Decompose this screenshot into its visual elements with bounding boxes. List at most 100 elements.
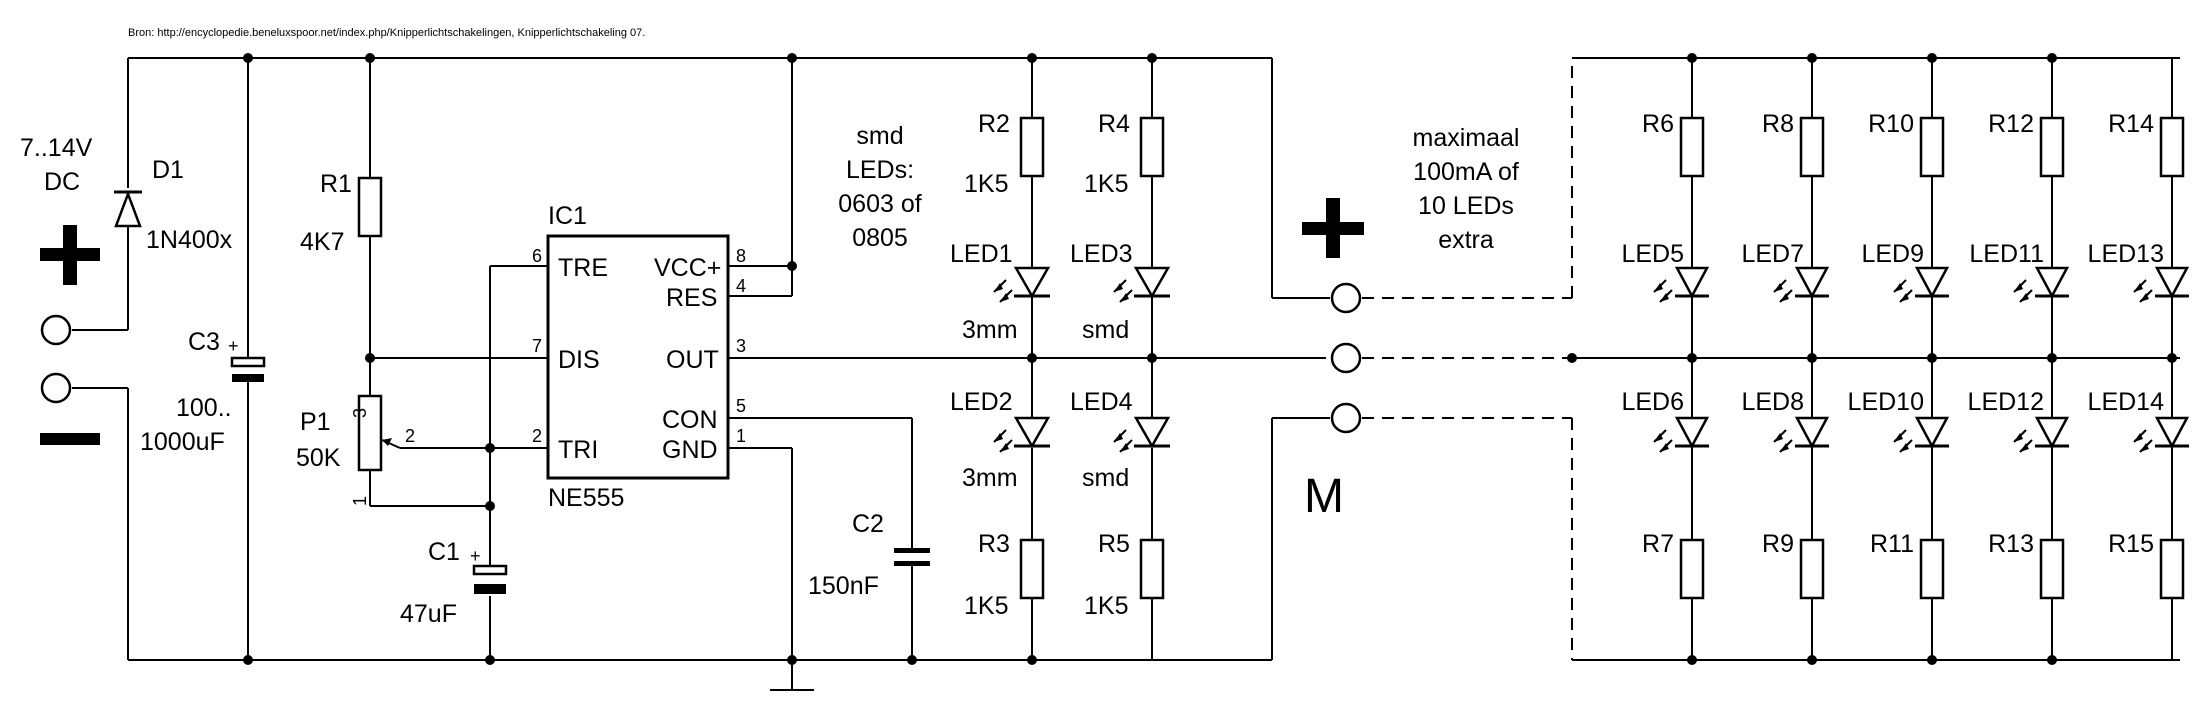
wires (72, 57, 1330, 691)
supply-type: DC (44, 168, 80, 196)
extra-column-2-led-bottom-symbol (1794, 416, 1830, 449)
extra-column-3-led-bottom-ref: LED10 (1848, 388, 1924, 416)
ic1-part: NE555 (548, 484, 624, 512)
extra-column-4-led-top-arrow-1 (2014, 283, 2023, 292)
extra-column-3-junction-mid (1927, 353, 1937, 363)
extra-column-5-led-top-ref: LED13 (2088, 240, 2164, 268)
supply-minus-icon (40, 433, 100, 445)
pin-out-number: 3 (736, 336, 746, 356)
pin-tri-number: 2 (532, 426, 542, 446)
c3-value-1: 100.. (176, 394, 232, 422)
capacitor-c3: C3 + 100.. 1000uF (140, 328, 266, 456)
extra-column-1-led-bottom-arrow-1 (1654, 433, 1663, 442)
max-note-line-1: maximaal (1413, 124, 1520, 152)
led2-size: 3mm (962, 464, 1018, 492)
c3-polarity: + (228, 336, 239, 356)
extra-column-4-led-bottom-symbol (2034, 416, 2070, 449)
r3-value: 1K5 (964, 592, 1008, 620)
d1-ref: D1 (152, 156, 184, 184)
led1-symbol (993, 266, 1051, 303)
r4-value: 1K5 (1084, 170, 1128, 198)
extra-column-4-junction-bottom (2047, 655, 2057, 665)
extra-column-3-resistor-bottom-ref: R11 (1870, 530, 1914, 558)
p1-pin2: 2 (405, 426, 415, 446)
pin-gnd-label: GND (662, 436, 718, 464)
c1-polarity: + (470, 546, 481, 566)
c3-value-2: 1000uF (140, 428, 225, 456)
r5-ref: R5 (1098, 530, 1130, 558)
max-note-line-3: 10 LEDs (1418, 192, 1514, 220)
pin-vcc-number: 8 (736, 246, 746, 266)
supply-input: 7..14V DC (20, 134, 100, 445)
extra-column-2-led-bottom-arrow-2 (1780, 443, 1789, 452)
extra-column-1-resistor-bottom-ref: R7 (1642, 530, 1674, 558)
extra-column-2-junction-top (1807, 53, 1817, 63)
r3-ref: R3 (978, 530, 1010, 558)
pin-tri-label: TRI (558, 436, 598, 464)
led-column-1: R2 1K5 LED1 3mm LED2 3mm R3 1K5 (950, 110, 1051, 620)
max-note-line-4: extra (1438, 226, 1494, 254)
extra-column-4-led-top-symbol (2034, 266, 2070, 299)
capacitor-c1: C1 + 47uF (400, 538, 508, 628)
extra-column-3-led-bottom-arrow-1 (1894, 433, 1903, 442)
pin-res-number: 4 (736, 276, 746, 296)
extra-column-4-led-top-ref: LED11 (1969, 240, 2044, 268)
led4-ref: LED4 (1070, 388, 1133, 416)
extra-column-1-led-top-symbol (1674, 266, 1710, 299)
extra-column-2-resistor-top (1799, 116, 1825, 178)
smd-note: smd LEDs: 0603 of 0805 (838, 122, 921, 252)
led3-size: smd (1082, 316, 1129, 344)
supply-voltage: 7..14V (20, 134, 93, 162)
extra-column-4-resistor-top (2039, 116, 2065, 178)
extra-column-1-led-top-arrow-1 (1654, 283, 1663, 292)
extra-column-5-led-top-arrow-2 (2140, 293, 2149, 302)
extra-junction-start (1567, 353, 1577, 363)
extra-column-2-junction-mid (1807, 353, 1817, 363)
r2-value: 1K5 (964, 170, 1008, 198)
pin-out-label: OUT (666, 346, 719, 374)
pin-dis-label: DIS (558, 346, 600, 374)
extra-column-5-led-bottom-arrow-2 (2140, 443, 2149, 452)
extra-column-3-led-bottom-arrow-2 (1900, 443, 1909, 452)
extra-column-5-led-bottom-arrow-1 (2134, 433, 2143, 442)
pin-tre-label: TRE (558, 254, 608, 282)
capacitor-c2: C2 150nF (808, 510, 930, 600)
extra-column-1-led-bottom-symbol (1674, 416, 1710, 449)
diode-d1: D1 1N400x (114, 156, 233, 254)
led3-ref: LED3 (1070, 240, 1133, 268)
extra-column-1-led-top-ref: LED5 (1621, 240, 1684, 268)
extra-column-5-resistor-bottom (2159, 538, 2185, 600)
extra-column-3-led-top-arrow-2 (1900, 293, 1909, 302)
extra-column-1-junction-mid (1687, 353, 1697, 363)
potentiometer-p1: P1 50K 3 1 2 (296, 394, 415, 506)
extra-column-5-led-top-symbol (2154, 266, 2190, 299)
extra-column-2-led-top-symbol (1794, 266, 1830, 299)
extra-column-2-led-top-ref: LED7 (1741, 240, 1804, 268)
c2-value: 150nF (808, 572, 879, 600)
smd-note-line-4: 0805 (852, 224, 908, 252)
p1-ref: P1 (300, 408, 331, 436)
extra-column-4-resistor-top-ref: R12 (1988, 110, 2034, 138)
extra-column-4-led-bottom-arrow-1 (2014, 433, 2023, 442)
extra-column-3-led-top-ref: LED9 (1861, 240, 1924, 268)
r1-value: 4K7 (300, 228, 344, 256)
extra-column-2-led-top-arrow-2 (1780, 293, 1789, 302)
extra-column-4-led-top-arrow-2 (2020, 293, 2029, 302)
ic1-ref: IC1 (548, 202, 587, 230)
supply-plus-icon (40, 225, 100, 285)
extra-column-5-led-bottom-symbol (2154, 416, 2190, 449)
p1-pin1: 1 (350, 496, 370, 506)
common-label: M (1304, 470, 1344, 523)
extra-column-4-junction-top (2047, 53, 2057, 63)
led1-ref: LED1 (950, 240, 1013, 268)
r5-value: 1K5 (1084, 592, 1128, 620)
c2-ref: C2 (852, 510, 884, 538)
extra-column-3-led-top-symbol (1914, 266, 1950, 299)
extra-column-3-resistor-top-ref: R10 (1868, 110, 1914, 138)
extra-column-4-junction-mid (2047, 353, 2057, 363)
extra-column-2-resistor-bottom-ref: R9 (1762, 530, 1794, 558)
extra-column-4-resistor-bottom-ref: R13 (1988, 530, 2034, 558)
led4-size: smd (1082, 464, 1129, 492)
extra-column-4-led-bottom-arrow-2 (2020, 443, 2029, 452)
